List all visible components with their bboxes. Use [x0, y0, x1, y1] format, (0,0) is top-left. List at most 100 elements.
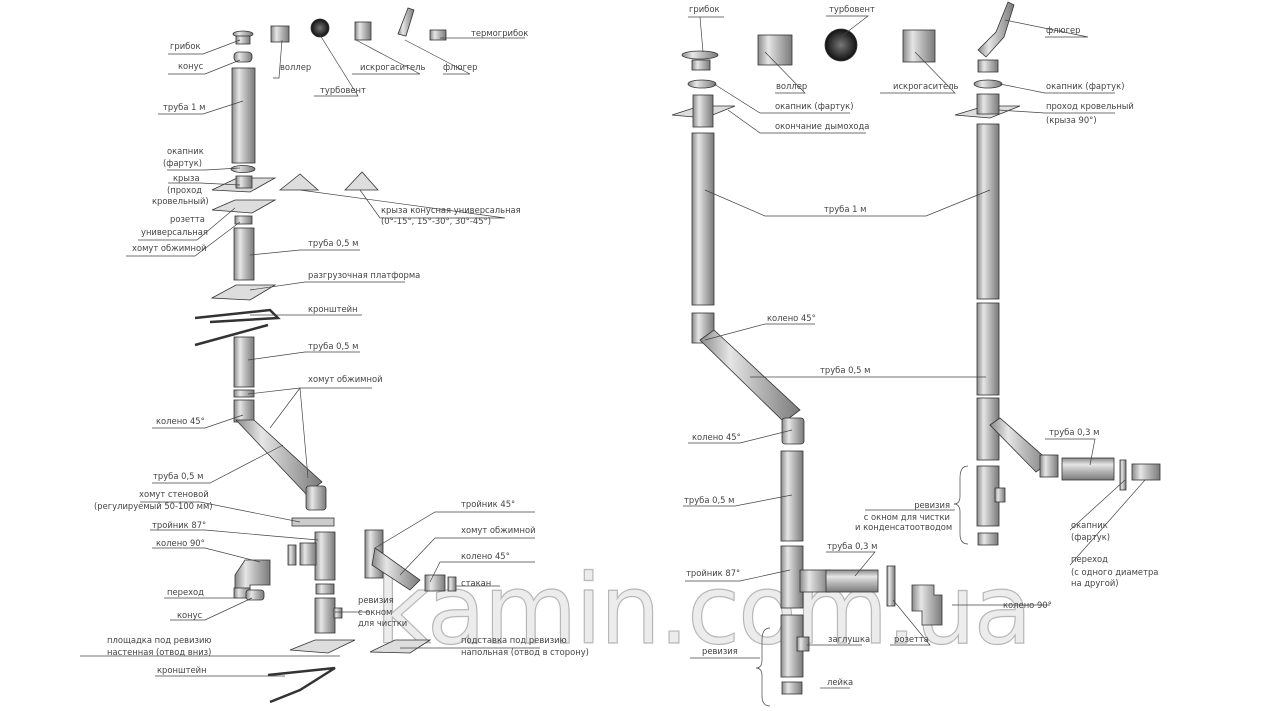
- label-kryza-konus: крыза конусная универсальная: [381, 205, 521, 215]
- label-homut-3: хомут обжимной: [461, 525, 536, 535]
- label-rozetta: розетта: [170, 214, 205, 224]
- left-pipe-05-1: [233, 227, 255, 281]
- label-r-koleno-45-b: колено 45°: [692, 432, 741, 442]
- label-perehod: переход: [167, 587, 204, 597]
- label-truba-05-3: труба 0,5 м: [153, 471, 204, 481]
- label-homut-stenovoi: хомут стеновой: [139, 489, 209, 499]
- label-r-perehod-2: (с одного диаметра: [1071, 567, 1159, 577]
- label-r-truba-03-a: труба 0,3 м: [1049, 427, 1100, 437]
- label-kronshtein-2: кронштейн: [157, 665, 207, 675]
- label-ploshchadka-2: настенная (отвод вниз): [107, 647, 212, 657]
- leader-lines: [80, 15, 1146, 707]
- label-r-prohod: проход кровельный: [1046, 101, 1134, 111]
- left-troinik-87: [314, 531, 336, 581]
- left-diag-pipe: [235, 419, 323, 495]
- label-r-rozetta: розетта: [894, 634, 929, 644]
- label-truba-05-1: труба 0,5 м: [308, 238, 359, 248]
- label-kryza-konus-2: (0°-15°, 15°-30°, 30°-45°): [381, 216, 491, 226]
- left-pipe-05-2: [233, 336, 255, 388]
- right-pipe-05: [780, 450, 804, 542]
- right-pipe-05-b: [976, 302, 1000, 396]
- right-gribok: [681, 50, 719, 60]
- right-fluger-icon: [977, 1, 1015, 58]
- left-konus: [233, 51, 253, 63]
- label-stakan: стакан: [461, 578, 492, 588]
- label-r-gribok: грибок: [689, 4, 720, 14]
- reviziya-k-brace: [953, 465, 969, 545]
- iskrogasitel-icon: [354, 21, 372, 41]
- left-ploshchadka: [289, 639, 356, 654]
- label-konus-2: конус: [177, 610, 203, 620]
- right-pipe-1m-b: [976, 123, 1000, 300]
- label-kronshtein: кронштейн: [308, 304, 358, 314]
- right-pipe-03-b: [825, 569, 879, 593]
- label-r-iskrogasitel: искрогаситель: [893, 81, 959, 91]
- label-r-voller: воллер: [776, 81, 808, 91]
- kryza-konus-1: [278, 173, 320, 191]
- label-r-koleno-90: колено 90°: [1003, 600, 1052, 610]
- label-r-reviziya-k: ревизия: [914, 500, 950, 510]
- left-homut-stenovoi: [291, 517, 335, 527]
- turbovent-icon: [310, 18, 330, 38]
- right-okapnik-b: [973, 79, 1003, 89]
- label-koleno-45-2: колено 45°: [461, 551, 510, 561]
- right-diag-pipe: [699, 329, 801, 423]
- label-r-leika: лейка: [827, 677, 854, 687]
- left-reviziya: [314, 597, 336, 634]
- left-kronshtein: [194, 308, 281, 324]
- right-leika: [781, 681, 803, 695]
- label-podstavka-2: напольная (отвод в сторону): [461, 647, 589, 657]
- fluger-icon: [397, 7, 415, 37]
- left-gribok: [232, 30, 254, 45]
- right-turbovent-icon: [824, 28, 858, 62]
- label-homut-stenovoi-2: (регулируемый 50-100 мм): [94, 501, 213, 511]
- label-ploshchadka: площадка под ревизию: [107, 635, 212, 645]
- label-fluger: флюгер: [443, 62, 478, 72]
- right-rozetta: [886, 565, 896, 607]
- label-kryza: крыза: [173, 173, 200, 183]
- label-konus: конус: [178, 61, 204, 71]
- termogribok-icon: [429, 29, 447, 41]
- label-r-reviziya: ревизия: [702, 646, 738, 656]
- label-r-turbovent: турбовент: [829, 4, 875, 14]
- label-truba-05-2: труба 0,5 м: [308, 341, 359, 351]
- label-r-prohod-2: (крыза 90°): [1046, 115, 1097, 125]
- right-iskrogasitel-icon: [902, 29, 936, 63]
- label-reviziya-2: с окном: [358, 607, 393, 617]
- voller-icon: [270, 25, 290, 43]
- label-r-zaglushka: заглушка: [828, 634, 871, 644]
- label-r-reviziya-k-3: и конденсатоотводом: [855, 522, 953, 532]
- label-okapnik: окапник: [167, 146, 204, 156]
- left-troinik-45-branch: [371, 547, 421, 591]
- label-homut-2: хомут обжимной: [308, 374, 383, 384]
- left-koleno-45: [233, 399, 255, 423]
- left-platform: [210, 284, 277, 301]
- label-turbovent: турбовент: [320, 85, 366, 95]
- label-iskrogasitel: искрогаситель: [360, 62, 426, 72]
- right-voller-icon: [757, 34, 793, 66]
- left-stakan-ring: [315, 583, 335, 595]
- label-koleno-90: колено 90°: [156, 538, 205, 548]
- label-troinik-45: тройник 45°: [461, 499, 516, 509]
- left-stakan: [447, 576, 457, 592]
- reviziya-brace: [755, 627, 771, 707]
- label-termogribok: термогрибок: [471, 28, 529, 38]
- right-okapnik-c: [1119, 459, 1127, 491]
- right-koleno-45-b: [781, 417, 805, 445]
- left-koleno-bottom: [305, 485, 327, 511]
- label-platforma: разгрузочная платформа: [308, 270, 421, 280]
- label-r-okapnik-a: окапник (фартук): [775, 101, 854, 111]
- label-reviziya: ревизия: [358, 595, 394, 605]
- label-truba-1m: труба 1 м: [163, 102, 206, 112]
- label-kryza-3: кровельный): [152, 196, 209, 206]
- kryza-konus-2: [344, 171, 379, 191]
- label-r-okapnik-c: окапник: [1071, 520, 1108, 530]
- right-okapnik: [687, 79, 717, 89]
- right-pipe-1m-a: [691, 132, 715, 306]
- label-r-koleno-45-a: колено 45°: [767, 313, 816, 323]
- left-rozetta: [211, 199, 277, 214]
- left-pipe-1m: [231, 67, 256, 164]
- label-reviziya-3: для чистки: [358, 618, 408, 628]
